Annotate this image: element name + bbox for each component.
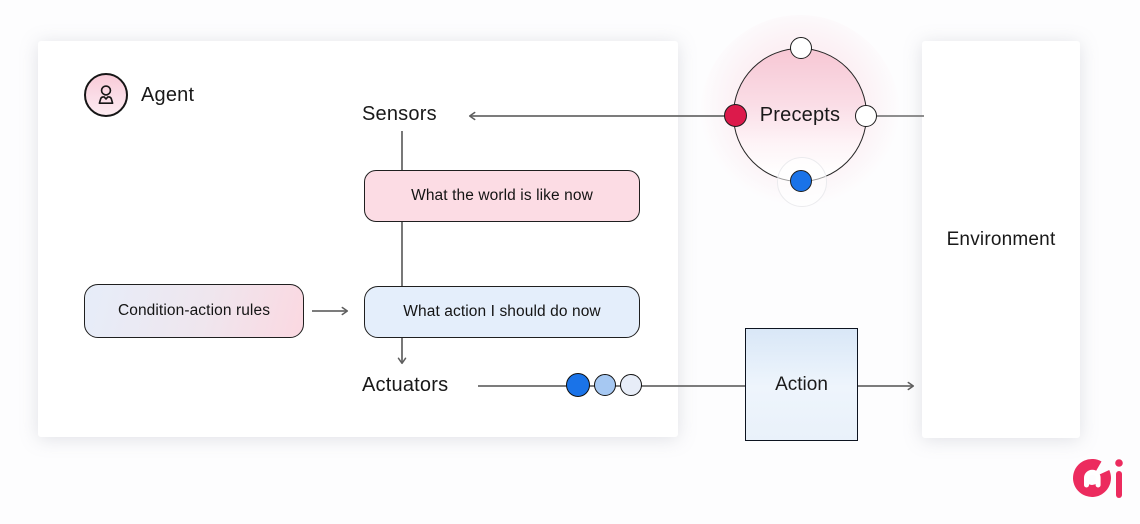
precepts-port-left [724, 104, 747, 127]
node-condition-action-rules: Condition-action rules [84, 284, 304, 338]
agent-panel [38, 41, 678, 437]
precepts-port-bottom [790, 170, 812, 192]
environment-panel: Environment [922, 41, 1080, 438]
precepts-port-right [855, 105, 877, 127]
precepts-port-top [790, 37, 812, 59]
action-label: Action [775, 373, 828, 395]
actuators-label: Actuators [362, 374, 449, 396]
node-action-decision: What action I should do now [364, 286, 640, 338]
node-action: Action [745, 328, 858, 441]
brand-logo-icon [1068, 452, 1130, 511]
agent-title: Agent [141, 83, 195, 106]
node-world-state: What the world is like now [364, 170, 640, 222]
environment-label: Environment [946, 228, 1056, 250]
sensors-label: Sensors [362, 103, 437, 125]
precepts-label: Precepts [759, 103, 841, 126]
actuator-dot-blue [566, 373, 590, 397]
actuator-dot-lightblue [594, 374, 616, 396]
precepts-bottom-port-halo [777, 157, 827, 207]
actuator-dot-pale [620, 374, 642, 396]
person-icon [84, 73, 128, 117]
agent-badge: Agent [84, 73, 194, 117]
